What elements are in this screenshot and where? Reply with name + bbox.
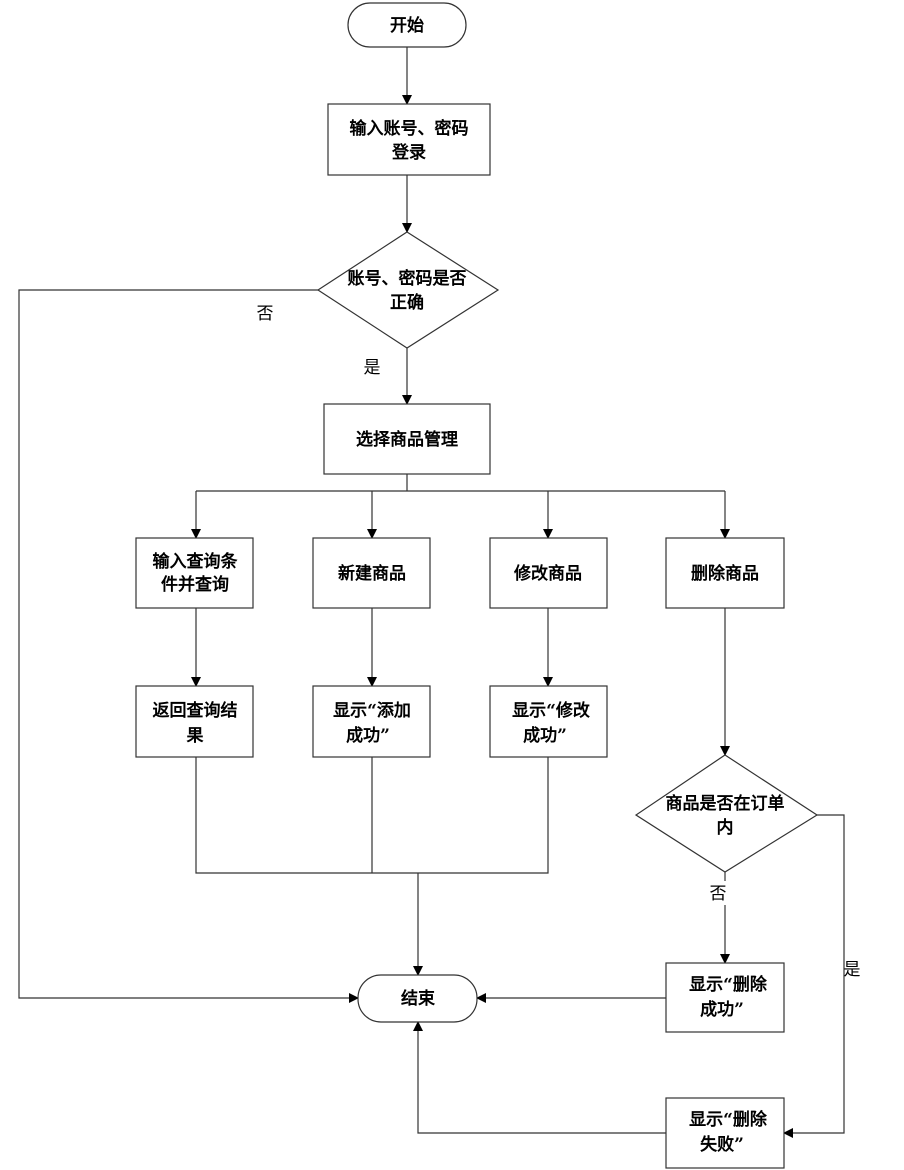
node-label: 登录 [391,142,426,163]
node-label: 修改商品 [513,563,582,584]
node-label: 果 [187,726,204,746]
arrow-delfail-end [413,1021,666,1134]
edge-label-order-yes: 是 [844,960,861,980]
node-label: 返回查询结 [153,700,238,721]
edge-label-order-no: 否 [710,884,727,904]
node-check-credentials: 账号、密码是否 正确 [316,231,500,349]
node-delete-success: 显示“删除 成功” [665,962,785,1033]
node-label: 显示“添加 [333,700,411,721]
node-label: 输入账号、密码 [350,118,469,139]
node-label: 内 [717,817,734,838]
node-delete-product: 删除商品 [665,537,785,609]
node-label: 显示“删除 [689,974,768,995]
arrow-check-no-end [18,289,359,1003]
node-label: 显示“删除 [689,1109,768,1130]
node-label: 结束 [401,988,435,1009]
node-label: 商品是否在订单 [666,793,785,814]
node-label: 成功” [700,999,744,1020]
node-label: 删除商品 [691,563,759,584]
node-new-product: 新建商品 [312,537,431,609]
node-label: 账号、密码是否 [348,268,467,289]
node-end: 结束 [357,974,478,1023]
node-start: 开始 [347,2,467,48]
node-delete-fail: 显示“删除 失败” [665,1097,785,1169]
edge-label-credentials-no: 否 [257,304,274,324]
node-label: 输入查询条 [153,551,239,572]
node-label: 成功” [346,725,390,746]
arrow-order-yes [783,814,845,1138]
node-edit-product: 修改商品 [489,537,608,609]
connectors [18,47,845,1138]
node-check-in-order: 商品是否在订单 内 [634,754,819,873]
node-label: 显示“修改 [512,700,591,721]
node-label: 成功” [523,725,567,746]
node-label: 选择商品管理 [356,429,458,450]
node-label: 件并查询 [161,574,229,595]
node-edit-success: 显示“修改 成功” [489,685,608,758]
node-select-management: 选择商品管理 [323,403,491,475]
node-label: 失败” [700,1134,744,1155]
node-label: 开始 [390,15,424,36]
node-login: 输入账号、密码 登录 [327,103,491,176]
node-query-result: 返回查询结 果 [135,685,254,758]
node-add-success: 显示“添加 成功” [312,685,431,758]
node-query-input: 输入查询条 件并查询 [135,537,254,609]
node-label: 正确 [390,292,424,313]
edge-label-credentials-yes: 是 [364,358,381,378]
node-label: 新建商品 [338,563,406,584]
